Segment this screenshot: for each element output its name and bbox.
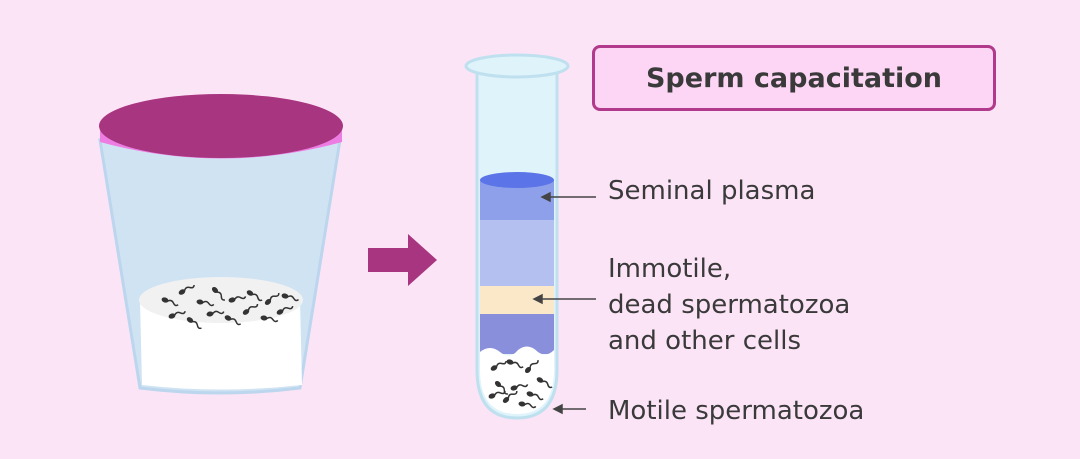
tube-rim bbox=[464, 53, 570, 79]
layer-seminal-plasma-top bbox=[480, 172, 554, 188]
sperm-cell bbox=[518, 401, 537, 409]
sperm-cell bbox=[228, 296, 247, 303]
sperm-cell bbox=[281, 293, 300, 302]
label-immotile-line1: Immotile, bbox=[608, 254, 732, 284]
cup-liquid-surface bbox=[139, 277, 303, 323]
cup-lid bbox=[99, 94, 343, 158]
sperm-cell bbox=[488, 390, 506, 399]
layer-dark bbox=[480, 314, 554, 354]
sperm-cell bbox=[510, 384, 529, 391]
sperm-cell bbox=[502, 390, 518, 403]
sperm-cell bbox=[224, 315, 242, 326]
sperm-cell bbox=[178, 284, 195, 295]
test-tube bbox=[464, 53, 570, 420]
sperm-cell bbox=[246, 290, 263, 302]
label-seminal-plasma: Seminal plasma bbox=[608, 176, 816, 206]
sperm-cell bbox=[260, 315, 279, 323]
sperm-cell bbox=[490, 360, 507, 371]
cup-sperm-cells bbox=[161, 284, 300, 330]
sperm-cell bbox=[211, 286, 226, 301]
sperm-cell bbox=[276, 305, 294, 315]
sperm-cell bbox=[242, 303, 259, 315]
sperm-cell bbox=[536, 377, 553, 389]
sperm-cell bbox=[524, 359, 539, 374]
pointer-immotile-head bbox=[532, 293, 543, 305]
sperm-cell bbox=[196, 299, 215, 307]
sperm-cell bbox=[186, 317, 202, 330]
sperm-cell bbox=[494, 380, 509, 395]
sperm-cell bbox=[526, 391, 544, 401]
sperm-cell bbox=[161, 297, 179, 307]
pointer-seminal-plasma-head bbox=[540, 191, 551, 203]
label-immotile-line2: dead spermatozoa bbox=[608, 290, 851, 320]
title-box: Sperm capacitation bbox=[592, 45, 996, 111]
diagram-title: Sperm capacitation bbox=[645, 62, 943, 94]
tube-sperm-cells bbox=[488, 359, 553, 409]
sperm-cell bbox=[264, 292, 280, 305]
layer-immotile bbox=[480, 286, 554, 314]
sperm-cell bbox=[206, 310, 225, 317]
sperm-cell bbox=[168, 310, 186, 319]
label-motile-spermatozoa: Motile spermatozoa bbox=[608, 396, 865, 426]
layer-light bbox=[480, 220, 554, 286]
process-arrow bbox=[368, 234, 437, 286]
label-immotile-line3: and other cells bbox=[608, 326, 801, 356]
sperm-cell bbox=[506, 359, 524, 369]
specimen-cup bbox=[98, 94, 343, 395]
pointer-arrows bbox=[532, 191, 596, 415]
cup-liquid bbox=[140, 300, 302, 390]
pointer-motile-head bbox=[552, 403, 563, 415]
